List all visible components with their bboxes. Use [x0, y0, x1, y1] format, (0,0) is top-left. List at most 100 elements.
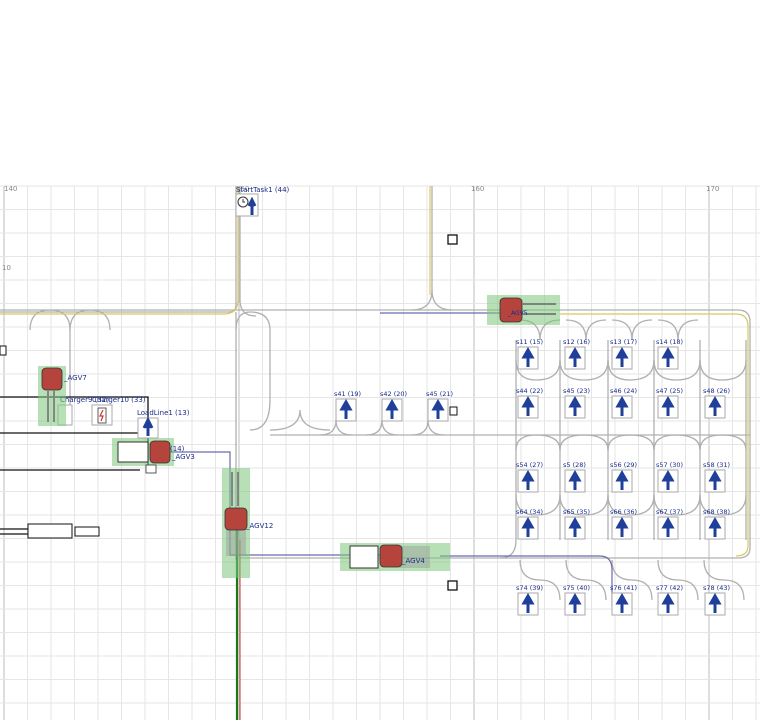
path-segment[interactable] [411, 186, 433, 311]
path-segment[interactable] [89, 309, 111, 331]
conveyor-block[interactable] [74, 526, 100, 537]
station-label: s74 (39) [516, 584, 543, 592]
path-segment[interactable] [585, 319, 607, 341]
path-segment[interactable] [411, 419, 429, 436]
station-label: s75 (40) [563, 584, 590, 592]
station-label: s45 (21) [426, 390, 453, 398]
station-label: s11 (15) [516, 338, 543, 346]
station[interactable]: s54 (27) [516, 461, 543, 493]
waypoint-marker[interactable] [449, 406, 458, 416]
path-segment[interactable] [559, 434, 609, 451]
station[interactable]: s42 (20) [380, 390, 407, 422]
station[interactable]: s45 (23) [563, 387, 590, 419]
path-segment[interactable] [559, 359, 609, 381]
path-segment[interactable] [515, 494, 561, 516]
station[interactable]: s14 (18) [656, 338, 683, 370]
arrow-up-icon [708, 592, 722, 613]
station[interactable]: s41 (19) [334, 390, 361, 422]
charger10[interactable]: Charger10 (33) [91, 396, 146, 426]
load-line[interactable]: LoadLine1 (13) [137, 409, 190, 439]
station[interactable]: s66 (36) [610, 508, 637, 540]
station[interactable]: s65 (35) [563, 508, 590, 540]
station[interactable]: s74 (39) [516, 584, 543, 616]
path-segment[interactable] [565, 319, 587, 341]
station[interactable]: s57 (30) [656, 461, 683, 493]
path-segment[interactable] [29, 309, 51, 331]
station[interactable]: s64 (34) [516, 508, 543, 540]
path-segment[interactable] [611, 559, 653, 601]
path-segment[interactable] [607, 434, 655, 451]
start-task[interactable]: StartTask1 (44) [235, 186, 290, 217]
path-segment[interactable] [239, 186, 257, 317]
station[interactable]: s78 (43) [703, 584, 730, 616]
station[interactable]: s68 (38) [703, 508, 730, 540]
path-segment[interactable] [607, 494, 655, 516]
agv-top-label: _AGV5 [507, 310, 528, 317]
path-segment[interactable] [699, 494, 747, 516]
path-segment[interactable] [319, 419, 337, 436]
path-segment[interactable] [631, 319, 653, 341]
edge-marker[interactable] [0, 345, 7, 356]
path-segment[interactable] [235, 311, 271, 331]
agv-3-label: _AGV3 [171, 453, 195, 461]
station[interactable]: s46 (24) [610, 387, 637, 419]
path-segment[interactable] [0, 186, 237, 313]
arrow-up-icon [431, 398, 445, 419]
path-segment[interactable] [607, 359, 655, 381]
path-segment[interactable] [249, 330, 271, 431]
station[interactable]: s44 (22) [516, 387, 543, 419]
station-label: s44 (22) [516, 387, 543, 395]
path-segment[interactable] [69, 309, 91, 331]
waypoint-marker[interactable] [447, 234, 458, 245]
path-segment[interactable] [269, 409, 331, 431]
arrow-up-icon [568, 469, 582, 490]
path-segment[interactable] [519, 559, 561, 601]
path-segment[interactable] [515, 359, 561, 381]
path-segment[interactable] [515, 434, 561, 451]
station-label: s76 (41) [610, 584, 637, 592]
path-segment[interactable] [559, 494, 609, 516]
path-segment[interactable] [657, 319, 679, 341]
station[interactable]: s56 (29) [610, 461, 637, 493]
agv-4[interactable]: _AGV4 [340, 543, 450, 571]
arrow-up-icon [708, 516, 722, 537]
station[interactable]: s58 (31) [703, 461, 730, 493]
waypoint-marker[interactable] [447, 580, 458, 591]
station[interactable]: s45 (21) [426, 390, 453, 422]
path-segment[interactable] [653, 434, 701, 451]
conveyor-block[interactable] [27, 523, 73, 539]
arrow-up-icon [615, 395, 629, 416]
station[interactable]: s77 (42) [656, 584, 683, 616]
agv-12[interactable]: _AGV12 [222, 468, 273, 578]
station[interactable]: s67 (37) [656, 508, 683, 540]
charger10-label: Charger10 (33) [92, 396, 146, 404]
station[interactable]: s12 (16) [563, 338, 590, 370]
station[interactable]: s11 (15) [516, 338, 543, 370]
station[interactable]: s48 (26) [703, 387, 730, 419]
path-segment[interactable] [653, 494, 701, 516]
station[interactable]: s76 (41) [610, 584, 637, 616]
station[interactable]: s75 (40) [563, 584, 590, 616]
path-segment[interactable] [699, 434, 747, 451]
path-segment[interactable] [427, 419, 445, 436]
yellow-route [560, 313, 749, 557]
path-segment[interactable] [565, 559, 607, 601]
path-segment[interactable] [699, 359, 747, 381]
station[interactable]: s13 (17) [610, 338, 637, 370]
path-segment[interactable] [657, 559, 699, 601]
station[interactable]: s47 (25) [656, 387, 683, 419]
agv-top[interactable]: _AGV5 [487, 295, 560, 325]
path-segment[interactable] [431, 289, 453, 311]
path-segment[interactable] [335, 419, 353, 436]
station[interactable]: s5 (28) [563, 461, 586, 493]
agv-3[interactable]: (14) _AGV3 [112, 438, 195, 474]
agv-7[interactable]: _AGV7 [38, 366, 87, 426]
path-segment[interactable] [653, 359, 701, 381]
path-segment[interactable] [703, 559, 745, 601]
ruler-label: 10 [2, 264, 11, 272]
path-segment[interactable] [499, 539, 517, 559]
path-segment[interactable] [677, 319, 699, 341]
path-segment[interactable] [381, 419, 399, 436]
station-label: s56 (29) [610, 461, 637, 469]
